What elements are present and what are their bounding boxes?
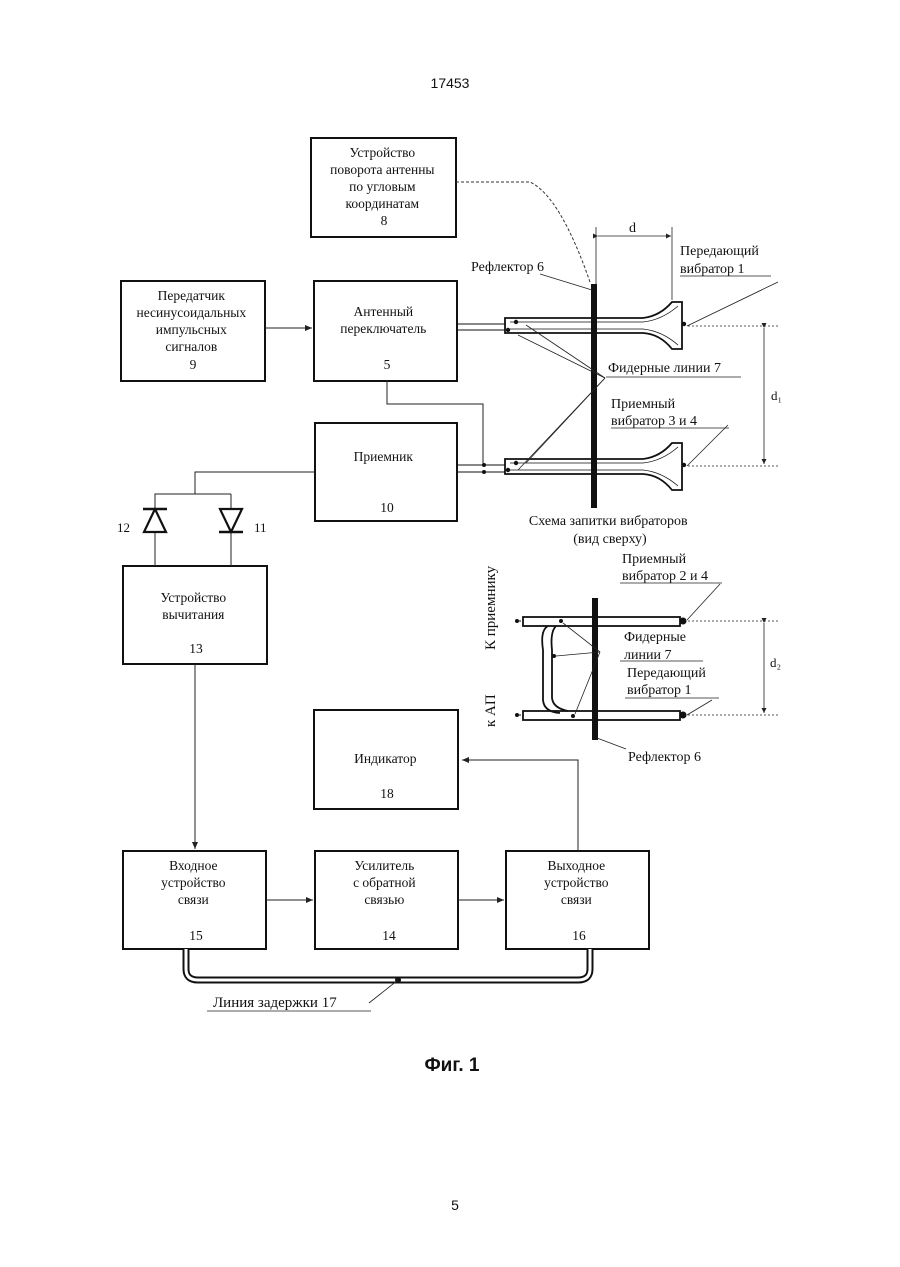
- output-to-indicator-arrow: [462, 760, 578, 851]
- to-ap-label: к АП: [483, 694, 499, 727]
- rx-vibrator-label-bottom: Приемный вибратор 2 и 4: [622, 552, 708, 584]
- svg-text:Устройство поворота анте: Устройство поворота антенны по угловым к…: [330, 145, 438, 228]
- delay-line-label: Линия задержки 17: [213, 995, 337, 1011]
- patent-number: 17453: [431, 75, 470, 91]
- svg-text:Входное устройство: Входное устройство связи 15: [161, 858, 229, 943]
- svg-text:12: 12: [117, 520, 130, 535]
- svg-text:Индикатор 18: Индикатор 18: [354, 751, 420, 801]
- receiver-to-diodes-line: [155, 472, 315, 509]
- svg-text:11: 11: [254, 520, 267, 535]
- input-coupler-block: Входное устройство связи 15: [123, 851, 266, 949]
- svg-text:Передатчик несинусоидаль: Передатчик несинусоидальных импульсных с…: [136, 288, 249, 372]
- reflector-label-top: Рефлектор 6: [471, 260, 544, 275]
- svg-text:Выходное устройство: Выходное устройство связи 16: [544, 858, 612, 943]
- dimension-d-label: d: [629, 221, 636, 236]
- transmitter-block: Передатчик несинусоидальных импульсных с…: [121, 281, 265, 381]
- svg-text:Усилитель с обратной: Усилитель с обратной связью 14: [353, 858, 419, 943]
- dimension-d1: [688, 326, 778, 466]
- tx-vibrator-label-top: Передающий вибратор 1: [680, 244, 762, 277]
- delay-line: [186, 949, 590, 980]
- svg-text:Устройство вычитания: Устройство вычитания 13: [160, 590, 229, 656]
- dimension-d1-label: d₁: [771, 388, 782, 403]
- subtractor-block: Устройство вычитания 13: [123, 566, 267, 664]
- antenna-switch-block: Антенный переключатель 5: [314, 281, 457, 381]
- to-receiver-label: К приемнику: [483, 565, 499, 650]
- tx-vibrator-label-bottom: Передающий вибратор 1: [627, 666, 709, 698]
- feeder-label-top: Фидерные линии 7: [608, 361, 721, 376]
- svg-text:Антенный переключатель: Антенный переключатель 5: [340, 304, 429, 372]
- top-tx-feeder: [457, 302, 682, 349]
- amplifier-block: Усилитель с обратной связью 14: [315, 851, 458, 949]
- diode-12: 12: [117, 509, 167, 535]
- figure-caption: Фиг. 1: [424, 1055, 479, 1076]
- reflector-label-bottom: Рефлектор 6: [628, 750, 701, 765]
- page-number: 5: [451, 1197, 459, 1213]
- diode-11: 11: [219, 509, 267, 535]
- rx-vibrator-label-top: Приемный вибратор 3 и 4: [611, 397, 697, 429]
- dimension-d2-label: d₂: [770, 655, 781, 670]
- top-rx-feeder: [457, 443, 682, 490]
- feeder-label-bottom: Фидерные линии 7: [624, 630, 690, 663]
- indicator-block: Индикатор 18: [314, 710, 458, 809]
- receiver-block: Приемник 10: [315, 423, 457, 521]
- rotation-device-block: Устройство поворота антенны по угловым к…: [311, 138, 456, 237]
- svg-text:Приемник 10: Приемник 10: [354, 449, 417, 515]
- dimension-d: [596, 227, 672, 300]
- scheme-caption: Схема запитки вибраторов (вид сверху): [529, 514, 691, 547]
- output-coupler-block: Выходное устройство связи 16: [506, 851, 649, 949]
